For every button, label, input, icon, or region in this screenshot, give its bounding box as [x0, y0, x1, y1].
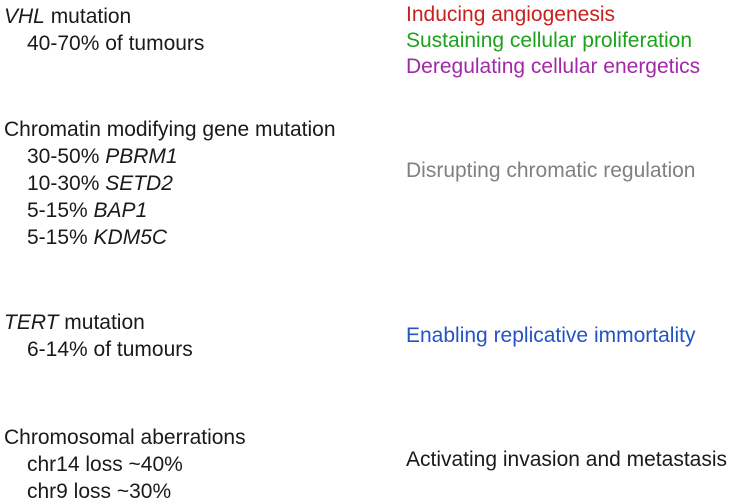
hallmarks-group-vhl: Inducing angiogenesis Sustaining cellula… — [406, 2, 700, 80]
gene-name: TERT — [4, 311, 59, 334]
section-heading: Chromosomal aberrations — [4, 424, 246, 451]
mutation-frequency: 5-15% KDM5C — [4, 224, 336, 251]
hallmark-inducing-angiogenesis: Inducing angiogenesis — [406, 3, 615, 26]
heading-text: mutation — [58, 311, 145, 334]
heading-text: Chromatin modifying gene mutation — [4, 118, 336, 141]
mutation-frequency: chr14 loss ~40% — [4, 451, 246, 478]
heading-text: Chromosomal aberrations — [4, 426, 246, 449]
section-heading: VHL mutation — [4, 3, 204, 30]
hallmark-activating-invasion-and-metastasis: Activating invasion and metastasis — [406, 448, 727, 471]
gene-name: SETD2 — [105, 172, 173, 195]
gene-name: PBRM1 — [105, 145, 178, 168]
hallmarks-group-chromosomal: Activating invasion and metastasis — [406, 447, 727, 473]
mutation-frequency: chr9 loss ~30% — [4, 478, 246, 503]
section-heading: TERT mutation — [4, 309, 193, 336]
hallmark-enabling-replicative-immortality: Enabling replicative immortality — [406, 324, 696, 347]
frequency-text: 40-70% of tumours — [27, 32, 205, 55]
section-chromatin-modifying: Chromatin modifying gene mutation 30-50%… — [4, 116, 336, 251]
hallmark-deregulating-cellular-energetics: Deregulating cellular energetics — [406, 55, 701, 78]
mutation-frequency: 5-15% BAP1 — [4, 197, 336, 224]
section-vhl-mutation: VHL mutation 40-70% of tumours — [4, 3, 204, 57]
gene-name: KDM5C — [93, 226, 168, 249]
mutation-frequency: 30-50% PBRM1 — [4, 143, 336, 170]
mutation-frequency: 40-70% of tumours — [4, 30, 204, 57]
hallmark-disrupting-chromatic-regulation: Disrupting chromatic regulation — [406, 159, 696, 182]
heading-text: mutation — [44, 5, 132, 28]
frequency-text: 30-50% — [27, 145, 106, 168]
gene-name: VHL — [4, 5, 45, 28]
mutation-frequency: 6-14% of tumours — [4, 336, 193, 363]
frequency-text: 5-15% — [27, 226, 94, 249]
section-heading: Chromatin modifying gene mutation — [4, 116, 336, 143]
hallmarks-group-tert: Enabling replicative immortality — [406, 323, 695, 349]
section-tert-mutation: TERT mutation 6-14% of tumours — [4, 309, 193, 363]
hallmark-sustaining-cellular-proliferation: Sustaining cellular proliferation — [406, 29, 692, 52]
frequency-text: 6-14% of tumours — [27, 338, 193, 361]
frequency-text: 5-15% — [27, 199, 94, 222]
frequency-text: chr14 loss ~40% — [27, 453, 183, 476]
gene-name: BAP1 — [93, 199, 148, 222]
mutation-frequency: 10-30% SETD2 — [4, 170, 336, 197]
frequency-text: 10-30% — [27, 172, 106, 195]
frequency-text: chr9 loss ~30% — [27, 480, 172, 503]
section-chromosomal-aberrations: Chromosomal aberrations chr14 loss ~40% … — [4, 424, 246, 503]
hallmarks-group-chromatin: Disrupting chromatic regulation — [406, 158, 695, 184]
